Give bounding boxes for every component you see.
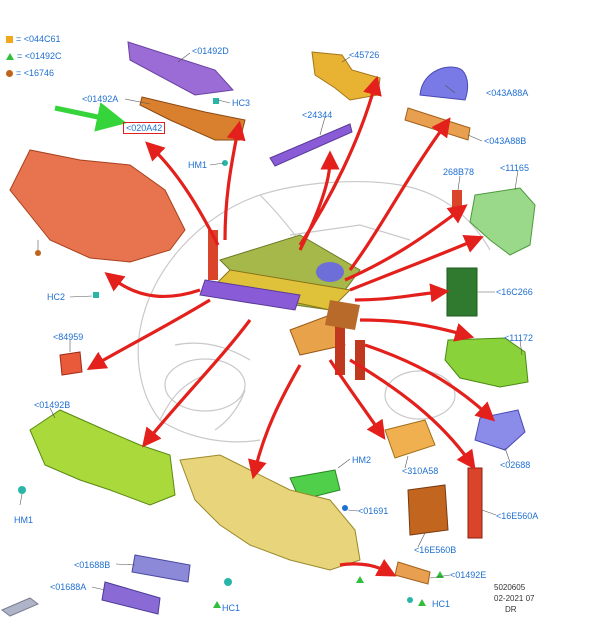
callout-24344: <24344: [302, 110, 333, 120]
callout-01492D: <01492D: [192, 46, 229, 56]
callout-01492A: <01492A: [82, 94, 119, 104]
part-pad-043A88A: [419, 66, 469, 101]
leader-lines: [19, 52, 523, 591]
vehicle-outline: [137, 180, 491, 443]
part-block-268B78: [452, 190, 462, 210]
brown-dot-icon: [6, 69, 13, 77]
callout-01688A: <01688A: [50, 582, 87, 592]
callout-HC2: HC2: [47, 292, 66, 302]
footer-ref-number: 5020605: [494, 583, 526, 592]
callout-01691: <01691: [358, 506, 389, 516]
part-tab-01492E: [394, 561, 431, 585]
engine-bay-assembly: [199, 230, 365, 380]
explosion-arrows: [86, 75, 496, 577]
callout-043A88B: <043A88B: [484, 136, 527, 146]
part-upper-cowl-01492D: [127, 41, 235, 96]
part-bracket-02688: [474, 409, 526, 451]
part-corner-piece: [1, 597, 39, 617]
part-shield-11165: [469, 187, 536, 256]
callout-043A88A: <043A88A: [486, 88, 529, 98]
part-panel-01492B: [29, 409, 176, 506]
callout-020A42: <020A42: [123, 122, 166, 134]
callout-11165: <11165: [500, 163, 529, 173]
legend-text: = <16746: [16, 68, 55, 78]
callout-310A58: <310A58: [402, 466, 439, 476]
part-mat-11172: [444, 337, 529, 388]
part-pad-310A58: [384, 419, 436, 459]
part-duct-16E560A: [467, 467, 483, 539]
callout-HC3: HC3: [232, 98, 251, 108]
callout-01492B: <01492B: [34, 400, 71, 410]
callout-HM2: HM2: [352, 455, 372, 465]
callout-84959: <84959: [53, 332, 84, 342]
legend-item-dot: = <16746: [6, 68, 54, 78]
part-block-16C266: [446, 267, 478, 317]
callout-45726: <45726: [349, 50, 380, 60]
callout-16E560A: <16E560A: [496, 511, 539, 521]
callout-268B78: 268B78: [443, 167, 475, 177]
part-dash-insulator-left: [9, 149, 186, 263]
callout-HM1-top: HM1: [188, 160, 208, 170]
orange-square-icon: [6, 35, 13, 43]
callout-16C266: <16C266: [496, 287, 533, 297]
part-strip-01688B: [131, 554, 191, 583]
callout-11172: <11172: [504, 333, 533, 343]
callout-01492E: <01492E: [450, 570, 487, 580]
callout-HM1-left: HM1: [14, 515, 34, 525]
part-bar-24344: [269, 123, 353, 167]
callout-HC1-left: HC1: [222, 603, 241, 613]
green-indicator-arrow: [54, 102, 127, 132]
green-triangle-icon: [6, 52, 14, 60]
legend-item-triangle: = <01492C: [6, 51, 62, 61]
callout-01688B: <01688B: [74, 560, 111, 570]
footer-date: 02-2021 07: [494, 594, 535, 603]
callout-HC1-right: HC1: [432, 599, 451, 609]
callout-16E560B: <16E560B: [414, 545, 457, 555]
legend-text: = <044C61: [16, 34, 61, 44]
part-pad-84959: [59, 351, 83, 376]
callout-02688: <02688: [500, 460, 531, 470]
part-box-16E560B: [407, 484, 449, 536]
legend-text: = <01492C: [17, 51, 62, 61]
legend-item-square: = <044C61: [6, 34, 61, 44]
part-strip-01688A: [101, 581, 161, 615]
footer-code: DR: [505, 605, 517, 614]
